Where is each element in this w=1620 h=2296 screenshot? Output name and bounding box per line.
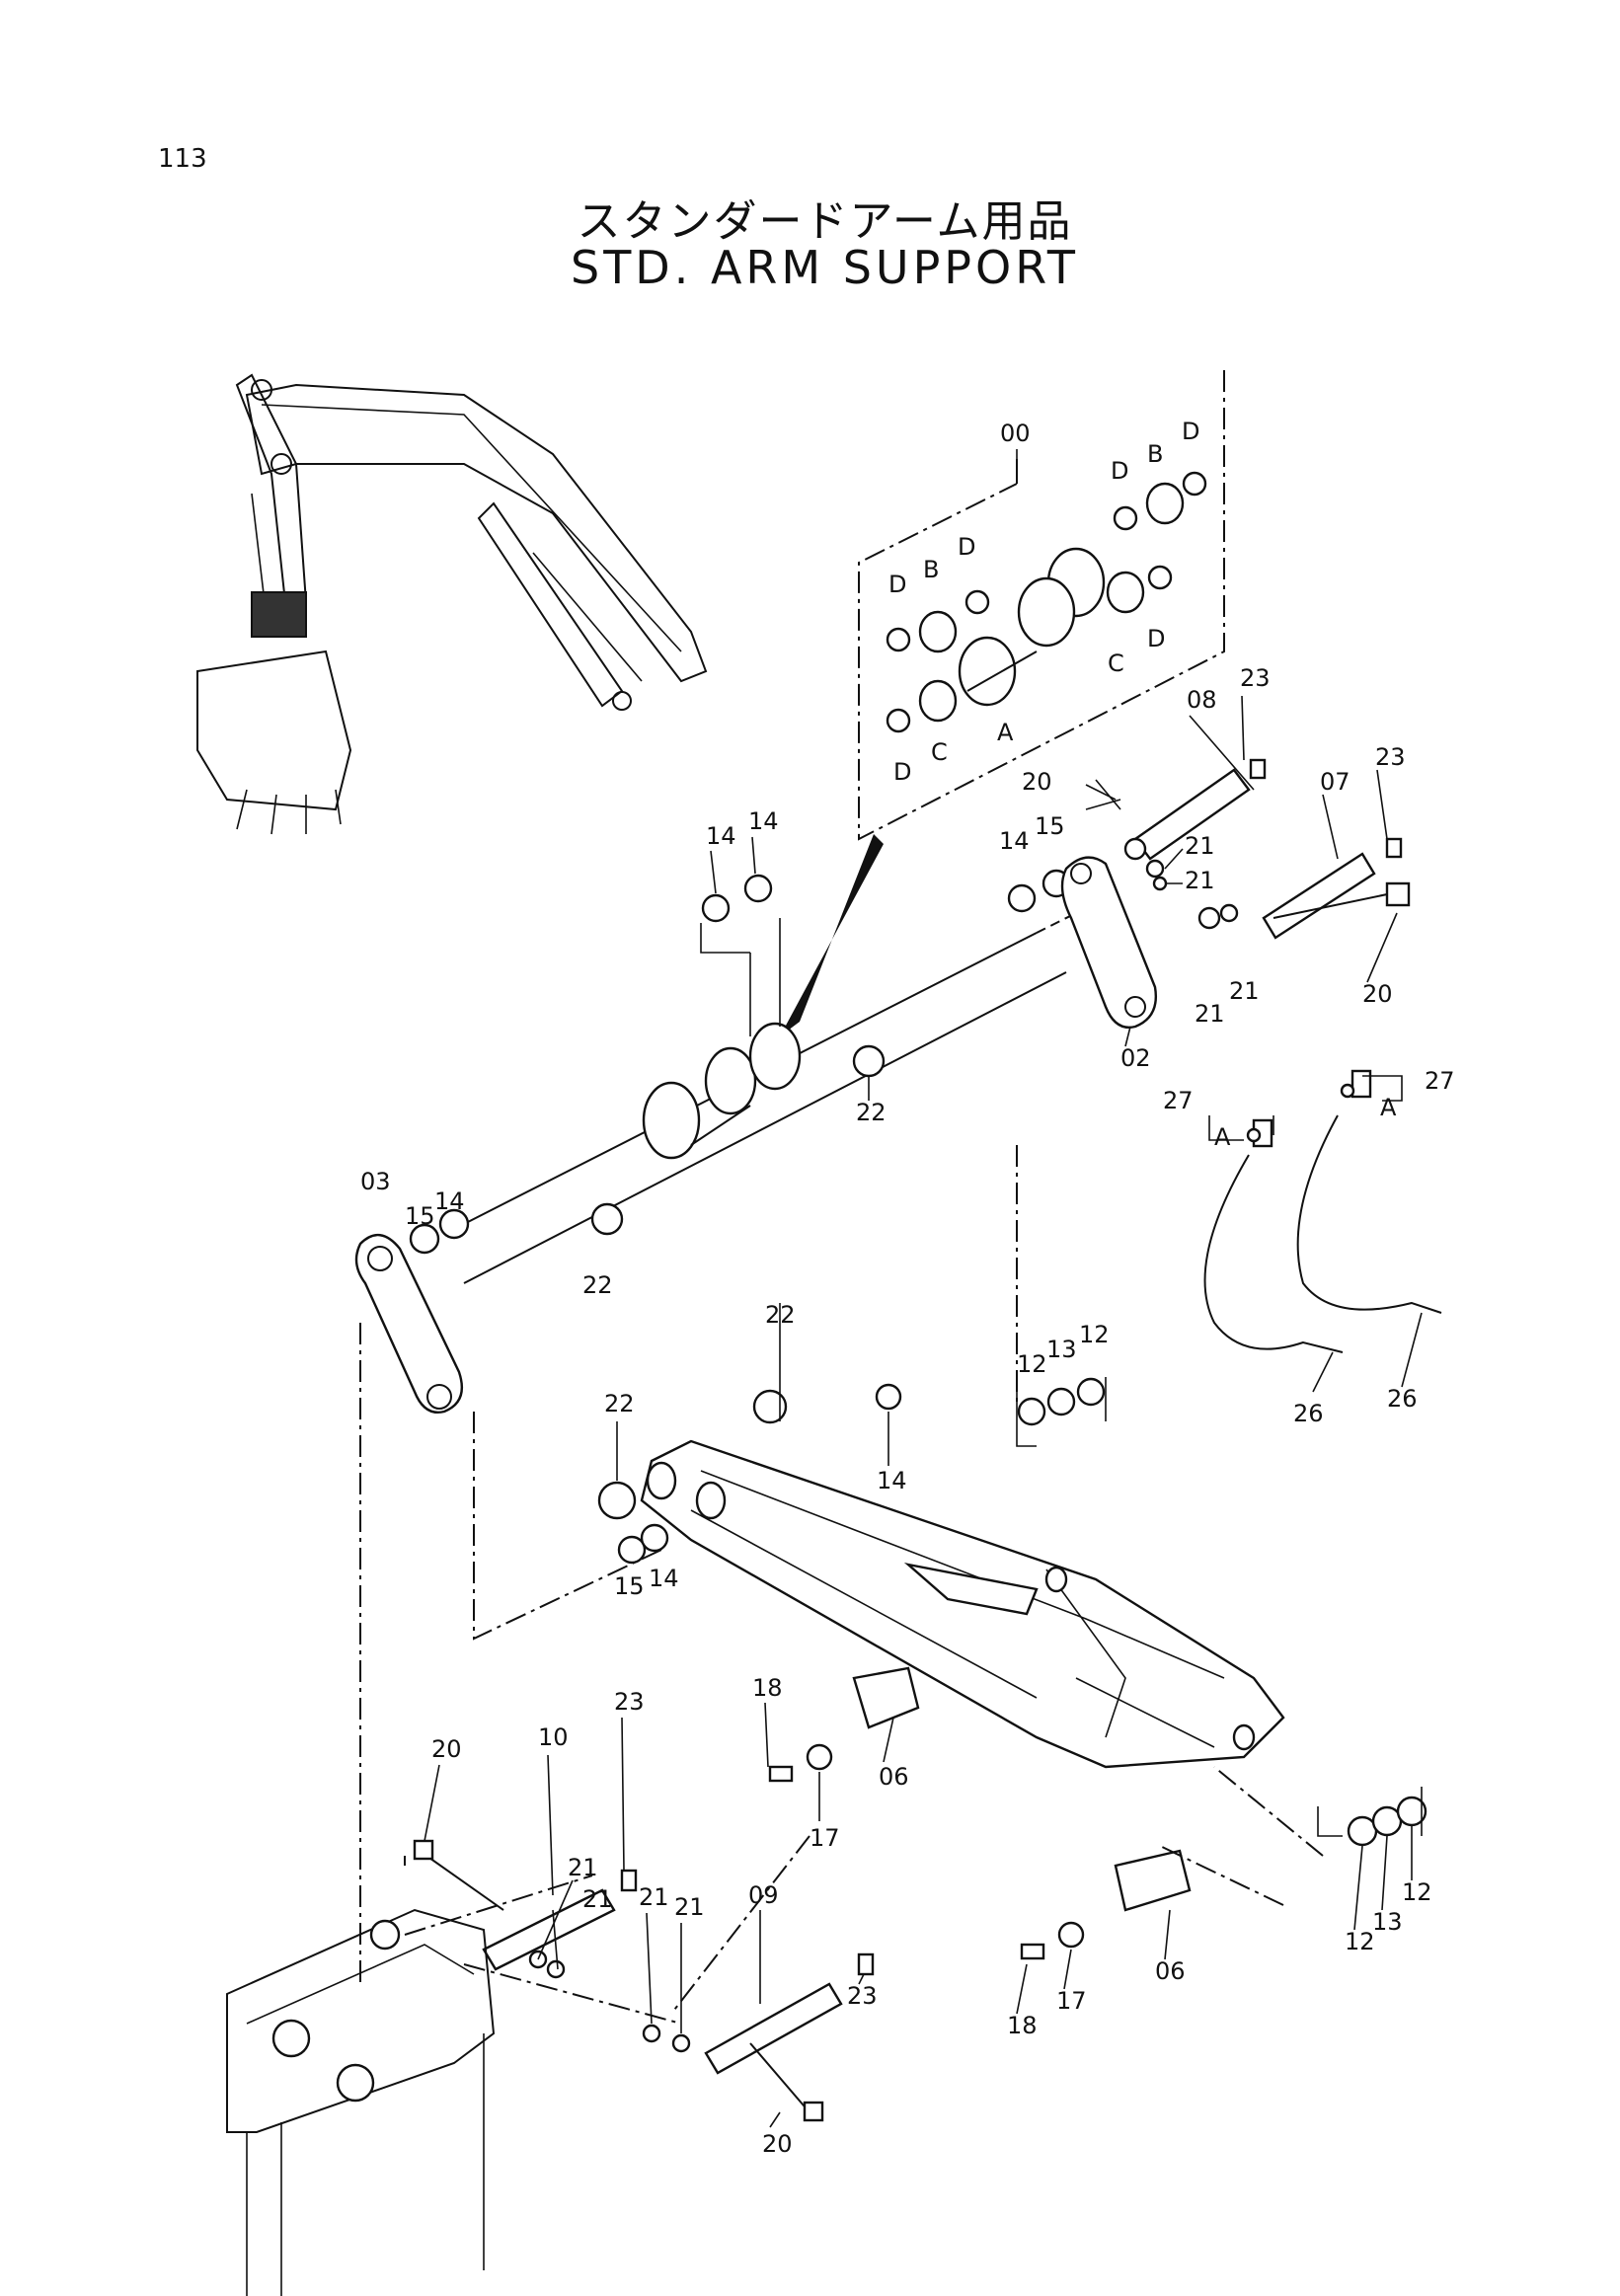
callout-label: 14 — [434, 1187, 465, 1215]
callout-label: 06 — [879, 1763, 909, 1791]
pin-06-upper — [852, 1666, 920, 1729]
callout-label: 14 — [706, 822, 736, 850]
callout-label: 14 — [649, 1565, 679, 1592]
callout-label: 21 — [1185, 832, 1215, 860]
callout-label: 23 — [614, 1688, 645, 1716]
callout-label: 13 — [1372, 1908, 1403, 1936]
main-pin-assembly — [463, 869, 1077, 1284]
pin-10 — [482, 1888, 616, 1971]
callout-label: 20 — [431, 1735, 462, 1763]
callout-label: A — [1214, 1123, 1231, 1151]
callout-label: 21 — [582, 1885, 613, 1913]
callout-label: C — [1108, 650, 1124, 677]
part-callouts: 00 D B D D B D D C A C D 23 08 20 23 07 … — [360, 418, 1455, 2158]
callout-label: 15 — [614, 1572, 645, 1600]
page-number: 113 — [158, 144, 207, 174]
callout-label: 21 — [568, 1854, 598, 1881]
callout-label: 18 — [1007, 2012, 1038, 2039]
callout-label: D — [893, 758, 911, 786]
callout-label: D — [1147, 625, 1165, 652]
callout-label: 22 — [604, 1390, 635, 1417]
callout-label: 13 — [1046, 1336, 1077, 1363]
callout-label: 23 — [1375, 743, 1406, 771]
callout-label: 10 — [538, 1723, 569, 1751]
callout-label: 22 — [582, 1271, 613, 1299]
callout-label: 20 — [762, 2130, 793, 2158]
page-title-english: STD. ARM SUPPORT — [571, 241, 1079, 294]
ring-22 — [752, 1389, 788, 1424]
bushing-kit-box — [780, 370, 1225, 1036]
callout-label: 07 — [1320, 768, 1350, 796]
callout-label: 21 — [639, 1883, 669, 1911]
excavator-overview-sketch — [196, 373, 708, 835]
callout-label: A — [997, 719, 1014, 746]
callout-label: 21 — [1195, 1000, 1225, 1028]
callout-label: 23 — [1240, 664, 1271, 692]
callout-label: 23 — [847, 1982, 878, 2010]
callout-label: 02 — [1120, 1044, 1151, 1072]
callout-label: 26 — [1293, 1400, 1324, 1427]
callout-label: B — [923, 556, 939, 583]
callout-label: D — [958, 533, 975, 561]
callout-label: D — [1111, 457, 1128, 485]
callout-label: 21 — [674, 1893, 705, 1921]
callout-label: D — [888, 571, 906, 598]
callout-label: 12 — [1079, 1321, 1110, 1348]
callout-label: 21 — [1185, 867, 1215, 894]
callout-label: 21 — [1229, 977, 1260, 1005]
callout-label: 15 — [405, 1202, 435, 1230]
callout-label: 15 — [1035, 812, 1065, 840]
page-title-japanese: スタンダードアーム用品 — [577, 196, 1073, 247]
callout-label: A — [1380, 1094, 1397, 1121]
callout-label: 14 — [999, 827, 1030, 855]
pin-09 — [704, 1982, 843, 2075]
callout-label: 26 — [1387, 1385, 1418, 1413]
callout-label: 14 — [877, 1467, 907, 1494]
bucket-link-assembly — [226, 1908, 496, 2296]
callout-label: 00 — [1000, 420, 1031, 447]
callout-label: 09 — [748, 1881, 779, 1909]
callout-label: 20 — [1022, 768, 1052, 796]
bracket-03 — [354, 1234, 464, 1414]
callout-label: 03 — [360, 1168, 391, 1195]
pins-07-08 — [1085, 758, 1411, 940]
callout-label: 22 — [856, 1099, 887, 1126]
callout-label: D — [1182, 418, 1199, 445]
callout-label: 06 — [1155, 1957, 1186, 1985]
callout-label: C — [931, 738, 948, 766]
callout-label: 12 — [1402, 1878, 1432, 1906]
callout-label: 08 — [1187, 686, 1217, 714]
callout-label: 20 — [1362, 980, 1393, 1008]
callout-label: 27 — [1425, 1067, 1455, 1095]
grease-hoses — [1203, 1069, 1442, 1353]
callout-label: 17 — [1056, 1987, 1087, 2015]
arm-support-highlight — [251, 591, 307, 638]
callout-label: 27 — [1163, 1087, 1194, 1114]
bracket-02 — [1060, 856, 1157, 1029]
callout-label: 14 — [748, 807, 779, 835]
pin-06-lower — [1114, 1849, 1192, 1912]
callout-label: 18 — [752, 1674, 783, 1702]
callout-label: B — [1147, 440, 1163, 468]
callout-label: 17 — [810, 1824, 840, 1852]
callout-label: 12 — [1345, 1928, 1375, 1955]
callout-label: 12 — [1017, 1350, 1047, 1378]
arm-body — [640, 1439, 1285, 1769]
